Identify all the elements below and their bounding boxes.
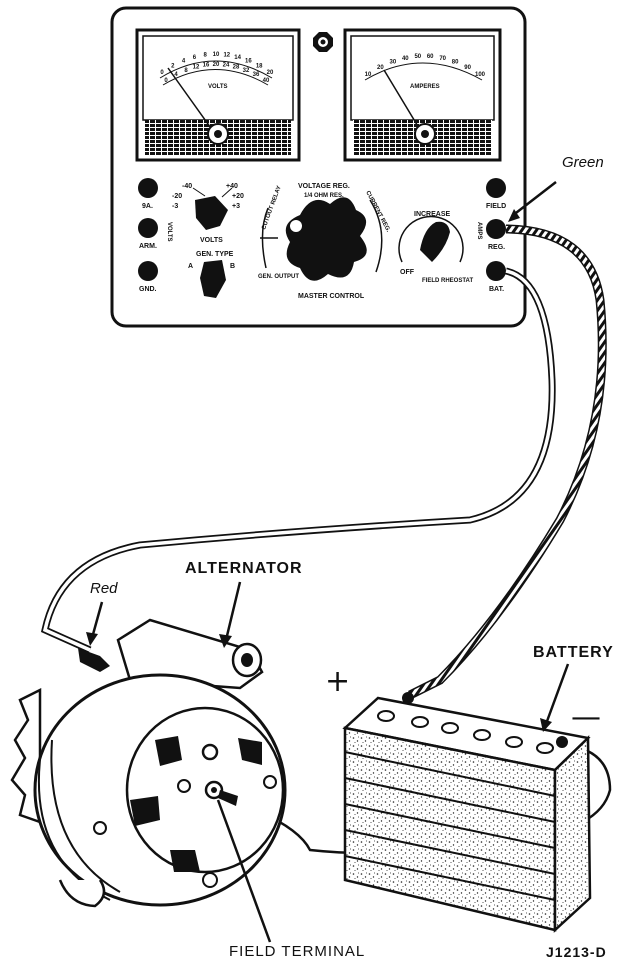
jack-reg[interactable] [486,219,506,239]
jack-gnd-label: GND. [139,286,157,293]
pointer-arrows [86,181,570,943]
master-control-label: MASTER CONTROL [298,293,365,300]
jack-gnd[interactable] [138,261,158,281]
battery-negative-post [556,736,568,748]
red-pointer [90,601,104,639]
volts-side-label: VOLTS [166,222,172,242]
figure-code: J1213-D [546,944,607,960]
amps-scale-tick-7: 80 [452,60,459,66]
volts-scale-bottom-1: 4 [174,72,178,78]
master-voltage-reg: VOLTAGE REG. [298,183,350,190]
red-lead [40,267,556,654]
alternator-pointer [224,581,242,641]
jack-9a-label: 9A. [142,203,153,210]
alternator-output-terminal [201,743,219,761]
jack-9a[interactable] [138,178,158,198]
volts-scale-top-5: 10 [213,52,220,58]
volts-scale-top-8: 16 [245,59,252,65]
volts-scale-bottom-6: 24 [223,63,230,69]
volts-scale-bottom-9: 36 [253,72,260,78]
volts-scale-top-1: 2 [171,64,175,70]
volts-meter [135,28,301,162]
rheostat-off: OFF [400,269,415,276]
volts-scale-bottom-2: 8 [184,68,188,74]
rheostat-label: FIELD RHEOSTAT [422,278,473,284]
volts-unit-label: VOLTS [208,84,228,90]
positive-sign: + [325,664,351,699]
volts-scale-top-9: 18 [256,64,263,70]
field-rheostat-knob[interactable] [398,215,464,263]
amps-scale-tick-9: 100 [475,72,486,78]
jack-bat-label: BAT. [489,286,504,293]
volts-scale-bottom-0: 0 [164,78,168,84]
jack-arm-label: ARM. [139,243,157,250]
battery-caps [377,710,554,754]
volts-selector-knob[interactable] [192,187,233,230]
amps-scale-tick-8: 90 [464,65,471,71]
volts-scale-top-7: 14 [234,55,241,61]
amps-side-label: AMPS [476,222,482,239]
alternator [10,618,287,908]
green-pointer [511,181,557,217]
amps-scale-tick-0: 10 [365,72,372,78]
volts-pos-m3: -3 [172,203,178,210]
gen-type-b: B [230,263,235,270]
battery-pointer [544,663,570,725]
leads [40,224,612,855]
master-quarter-ohm: 1/4 OHM RES. [304,193,344,199]
battery-positive-post [402,692,414,704]
volts-scale-top-0: 0 [160,70,164,76]
field-terminal-label: FIELD TERMINAL [229,943,366,960]
jack-arm[interactable] [138,218,158,238]
field-terminal-pointer [216,799,272,943]
amps-scale-tick-5: 60 [427,54,434,60]
volts-scale-bottom-3: 12 [193,65,200,71]
volts-scale-bottom-7: 28 [233,65,240,71]
master-gen-output: GEN. OUTPUT [258,274,299,280]
jack-field[interactable] [486,178,506,198]
negative-sign: — [571,700,601,735]
amps-scale-tick-1: 20 [377,65,384,71]
green-lead-label: Green [562,154,604,171]
tester-panel: 9A. ARM. GND. FIELD REG. BAT. -40 -20 -3… [110,6,527,328]
gen-type-a: A [188,263,193,270]
battery [342,692,592,933]
master-control-knob[interactable] [260,197,383,281]
volts-pos-m40: -40 [182,183,192,190]
jack-field-label: FIELD [486,203,506,210]
amps-scale-tick-4: 50 [414,54,421,60]
volts-pos-m20: -20 [172,193,182,200]
red-lead-label: Red [90,580,118,597]
volts-scale-bottom-8: 32 [243,68,250,74]
amps-scale-tick-6: 70 [439,56,446,62]
gen-type-knob[interactable] [200,260,226,298]
volts-scale-top-2: 4 [182,59,186,65]
gen-type-label: GEN. TYPE [196,251,234,258]
amps-scale: 10 20 30 40 50 60 70 80 90 100 [365,54,486,78]
volts-pos-p20: +20 [232,193,244,200]
volts-scale-bottom-5: 20 [213,62,220,68]
amps-unit-label: AMPERES [410,84,440,90]
volts-selector-label: VOLTS [200,237,223,244]
volts-pos-p40: +40 [226,183,238,190]
top-nut-icon [313,32,333,52]
jack-bat[interactable] [486,261,506,281]
volts-scale-bottom-10: 40 [263,78,270,84]
jack-reg-label: REG. [488,244,505,251]
volts-scale-top-6: 12 [223,53,230,59]
alternator-label: ALTERNATOR [185,560,303,577]
volts-scale-top-4: 8 [204,53,208,59]
volts-scale-bottom-4: 16 [203,63,210,69]
rheostat-increase: INCREASE [414,211,451,218]
volts-scale-top-10: 20 [267,70,274,76]
amps-scale-tick-2: 30 [390,60,397,66]
battery-label: BATTERY [533,644,614,661]
volts-pos-p3: +3 [232,203,240,210]
amps-meter [343,28,502,162]
volts-scale-top-3: 6 [193,55,197,61]
amps-scale-tick-3: 40 [402,56,409,62]
